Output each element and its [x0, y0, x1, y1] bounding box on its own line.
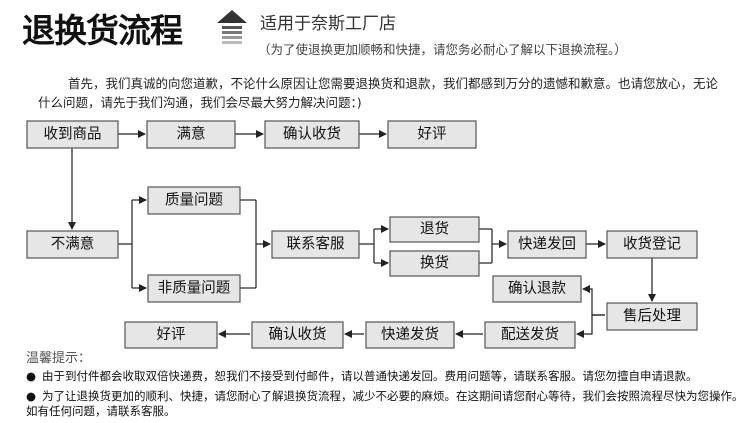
svg-text:非质量问题: 非质量问题: [158, 280, 231, 297]
node-return: 退货: [389, 216, 480, 243]
node-express-send-back: 快递发回: [507, 230, 587, 259]
svg-text:退货: 退货: [420, 221, 449, 238]
node-received-goods: 收到商品: [26, 120, 119, 149]
node-confirm-receipt-2: 确认收货: [251, 321, 344, 349]
svg-text:好评: 好评: [418, 126, 447, 143]
node-express-delivery: 快递发货: [365, 321, 455, 349]
node-receipt-registration: 收货登记: [606, 230, 698, 259]
page-title: 退换货流程: [22, 11, 183, 50]
svg-text:收到商品: 收到商品: [44, 126, 102, 143]
tip-text: 由于到付件都会收取双倍快递费，恕我们不接受到付邮件，请以普通快递发回。费用问题等…: [42, 369, 698, 383]
tip-item: ● 由于到付件都会收取双倍快递费，恕我们不接受到付邮件，请以普通快递发回。费用问题…: [26, 369, 746, 384]
connector-lines: [68, 130, 656, 338]
node-after-sales: 售后处理: [606, 302, 698, 331]
svg-text:质量问题: 质量问题: [165, 192, 223, 209]
node-exchange: 换货: [389, 250, 480, 277]
node-satisfied: 满意: [146, 120, 236, 149]
bullet-icon: ●: [26, 369, 37, 383]
bullet-icon: ●: [26, 389, 37, 403]
svg-text:确认收货: 确认收货: [283, 126, 341, 143]
node-dissatisfied: 不满意: [26, 230, 119, 259]
node-quality-issue: 质量问题: [147, 186, 241, 215]
svg-text:配送发货: 配送发货: [501, 326, 559, 343]
node-confirm-refund: 确认退款: [492, 275, 582, 303]
svg-text:确认退款: 确认退款: [508, 280, 566, 297]
node-dispatch-delivery: 配送发货: [484, 321, 576, 349]
svg-text:确认收货: 确认收货: [269, 326, 327, 343]
node-confirm-receipt: 确认收货: [264, 120, 360, 149]
tip-item: ●为了让退换货更加的顺利、快捷，请您耐心了解退换货流程，减少不必要的麻烦。在这期…: [26, 389, 746, 419]
node-good-review: 好评: [387, 120, 477, 149]
header-note: （为了使退换更加顺畅和快捷，请您务必耐心了解以下退换流程。）: [258, 42, 627, 57]
svg-text:售后处理: 售后处理: [623, 308, 681, 325]
svg-text:满意: 满意: [177, 125, 206, 143]
subtitle: 适用于奈斯工厂店: [260, 14, 396, 34]
svg-text:换货: 换货: [420, 255, 449, 272]
svg-text:快递发回: 快递发回: [518, 236, 576, 253]
tip-text: 为了让退换货更加的顺利、快捷，请您耐心了解退换货流程，减少不必要的麻烦。在这期间…: [26, 389, 744, 418]
node-non-quality-issue: 非质量问题: [147, 274, 241, 303]
svg-text:快递发货: 快递发货: [381, 326, 439, 343]
svg-text:收货登记: 收货登记: [623, 236, 681, 253]
node-good-review-2: 好评: [124, 321, 218, 349]
intro-paragraph: 首先，我们真诚的向您道歉，不论什么原因让您需要退换货和退款，我们都感到万分的遗憾…: [38, 76, 719, 110]
node-contact-service: 联系客服: [271, 230, 360, 259]
tips-heading: 温馨提示：: [26, 351, 92, 366]
svg-text:联系客服: 联系客服: [287, 236, 345, 253]
svg-text:不满意: 不满意: [51, 235, 95, 253]
house-logo-icon: [217, 10, 247, 44]
svg-text:好评: 好评: [157, 326, 186, 343]
